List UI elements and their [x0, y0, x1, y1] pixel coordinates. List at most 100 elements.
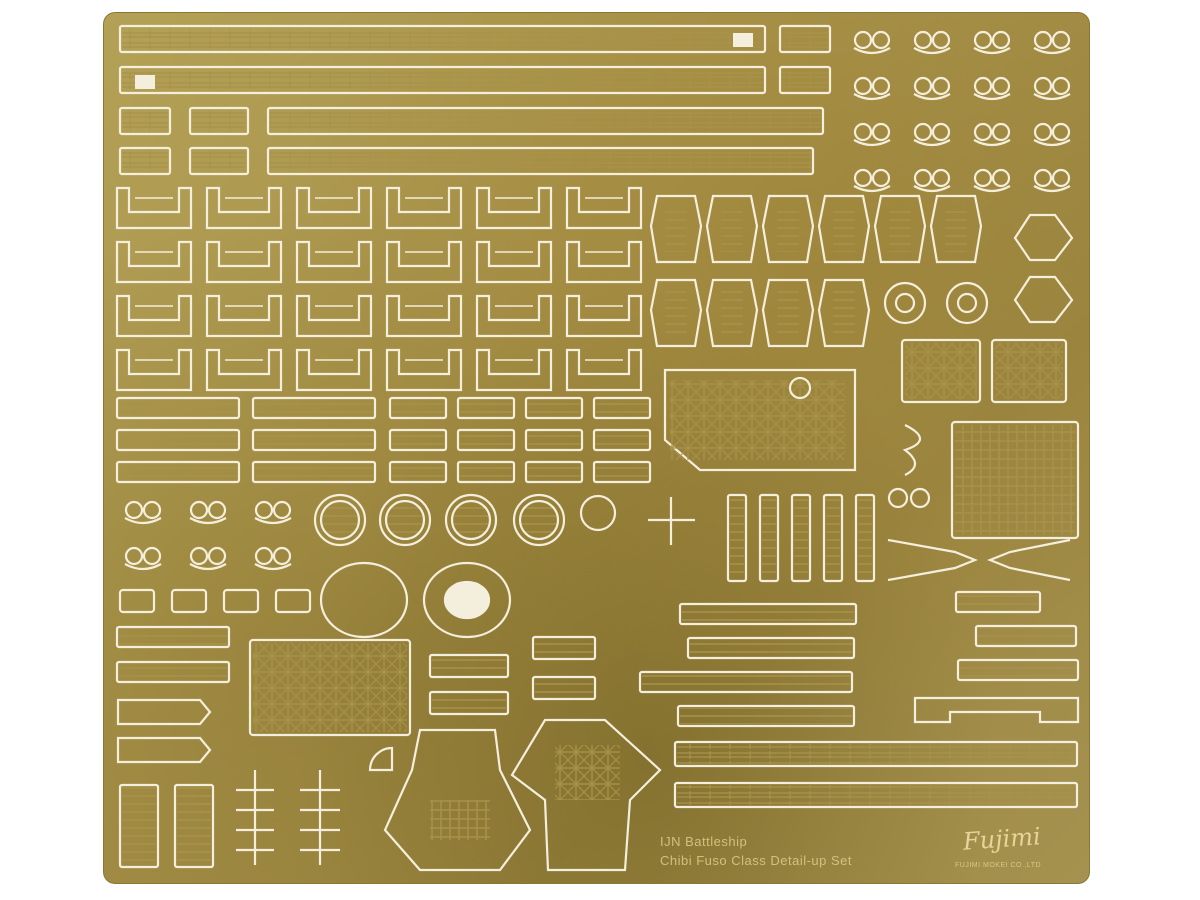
ladder-part [251, 428, 377, 452]
bracket-part [565, 348, 643, 392]
ladder-part-rungs [642, 674, 850, 690]
ring-part [973, 76, 993, 96]
ring-part [913, 168, 933, 188]
ring-part-link [973, 93, 1011, 101]
cross-part [648, 497, 695, 545]
ladder-part-rungs [682, 606, 854, 622]
railing-part-03 [778, 24, 832, 54]
ladder-part-rungs [255, 432, 373, 448]
ring-part [272, 546, 292, 566]
antenna-part [300, 770, 340, 865]
ring-part [909, 487, 931, 509]
ring-part-link [973, 139, 1011, 147]
vertical-ladder-rungs [858, 497, 872, 579]
vertical-ladder-rungs [762, 497, 776, 579]
ring-part [913, 122, 933, 142]
hull-fitting-part [705, 278, 759, 348]
ladder-part-rungs [528, 400, 580, 416]
vertical-ladder-rungs [794, 497, 808, 579]
ring-part [894, 292, 916, 314]
ladder-part-rungs [460, 432, 512, 448]
ring-part [207, 546, 227, 566]
ladder-part [531, 635, 597, 661]
ladder-part-rungs [119, 464, 237, 480]
railing-part-03-detail [782, 28, 828, 50]
hull-fitting-detail [945, 206, 967, 252]
vertical-ladder [726, 493, 748, 583]
ring-part [272, 500, 292, 520]
ring-part [254, 500, 274, 520]
ladder-part [115, 396, 241, 420]
ring-part-link [913, 185, 951, 193]
ladder-part-rungs [119, 664, 227, 680]
ladder-part [115, 428, 241, 452]
vertical-ladder [854, 493, 876, 583]
ladder-part [524, 460, 584, 484]
bracket-part [475, 240, 553, 284]
platform-part [383, 728, 532, 872]
ladder-part [638, 670, 854, 694]
ring-part [1051, 168, 1071, 188]
ring-part-link [1033, 139, 1071, 147]
bracket-part [205, 186, 283, 230]
bracket-part [385, 186, 463, 230]
ladder-part-rungs [119, 432, 237, 448]
ring-part-link [853, 47, 891, 55]
railing-part [266, 146, 815, 176]
ring-part-link [973, 47, 1011, 55]
ring-part-link [853, 93, 891, 101]
railing-part-02 [118, 65, 767, 95]
ladder-part-rungs [392, 464, 444, 480]
hull-fitting-part [761, 194, 815, 264]
ladder-part-rungs [960, 662, 1076, 678]
ladder-part [251, 460, 377, 484]
ladder-part-rungs [528, 432, 580, 448]
ladder-part [428, 653, 510, 679]
bracket-part [295, 348, 373, 392]
bracket-part [205, 240, 283, 284]
deck-grating [950, 420, 1080, 540]
hull-fitting-part [929, 194, 983, 264]
ladder-part [251, 396, 377, 420]
mast-part-bracing [253, 643, 407, 732]
ring-part-link [254, 517, 292, 525]
railing-part-61 [673, 740, 1079, 768]
bracket-part [385, 294, 463, 338]
ring-part-link [124, 563, 162, 571]
railing-part-detail [270, 110, 821, 132]
ring-part [945, 281, 989, 325]
oval-part [319, 561, 409, 639]
ring-part [931, 30, 951, 50]
bow-fitting-part [1013, 213, 1074, 262]
ladder-part-rungs [535, 679, 593, 697]
mast-part [248, 638, 412, 737]
ring-part [973, 122, 993, 142]
crane-part [900, 338, 982, 404]
ring-part [887, 487, 909, 509]
ladder-part [592, 396, 652, 420]
ring-part [142, 500, 162, 520]
ring-part-link [1033, 93, 1071, 101]
bracket-part [205, 348, 283, 392]
railing-part-detail [122, 150, 168, 172]
ring-part-link [973, 185, 1011, 193]
ring-part-link [913, 139, 951, 147]
ring-part-link [189, 563, 227, 571]
small-box-part [170, 588, 208, 614]
catapult-part [663, 368, 857, 472]
ring-part [1033, 168, 1053, 188]
ladder-part [524, 396, 584, 420]
antenna-part [236, 770, 274, 865]
maker-name: FUJIMI MOKEI CO.,LTD [955, 862, 1042, 869]
ring-part [1033, 76, 1053, 96]
hull-fitting-part [705, 194, 759, 264]
hull-fitting-detail [889, 206, 911, 252]
railing-part-detail [270, 150, 811, 172]
ring-part [931, 76, 951, 96]
vertical-ladder-rungs [122, 787, 156, 865]
ring-part [124, 546, 144, 566]
ring-part [871, 30, 891, 50]
ladder-part [592, 460, 652, 484]
ladder-part [531, 675, 597, 701]
